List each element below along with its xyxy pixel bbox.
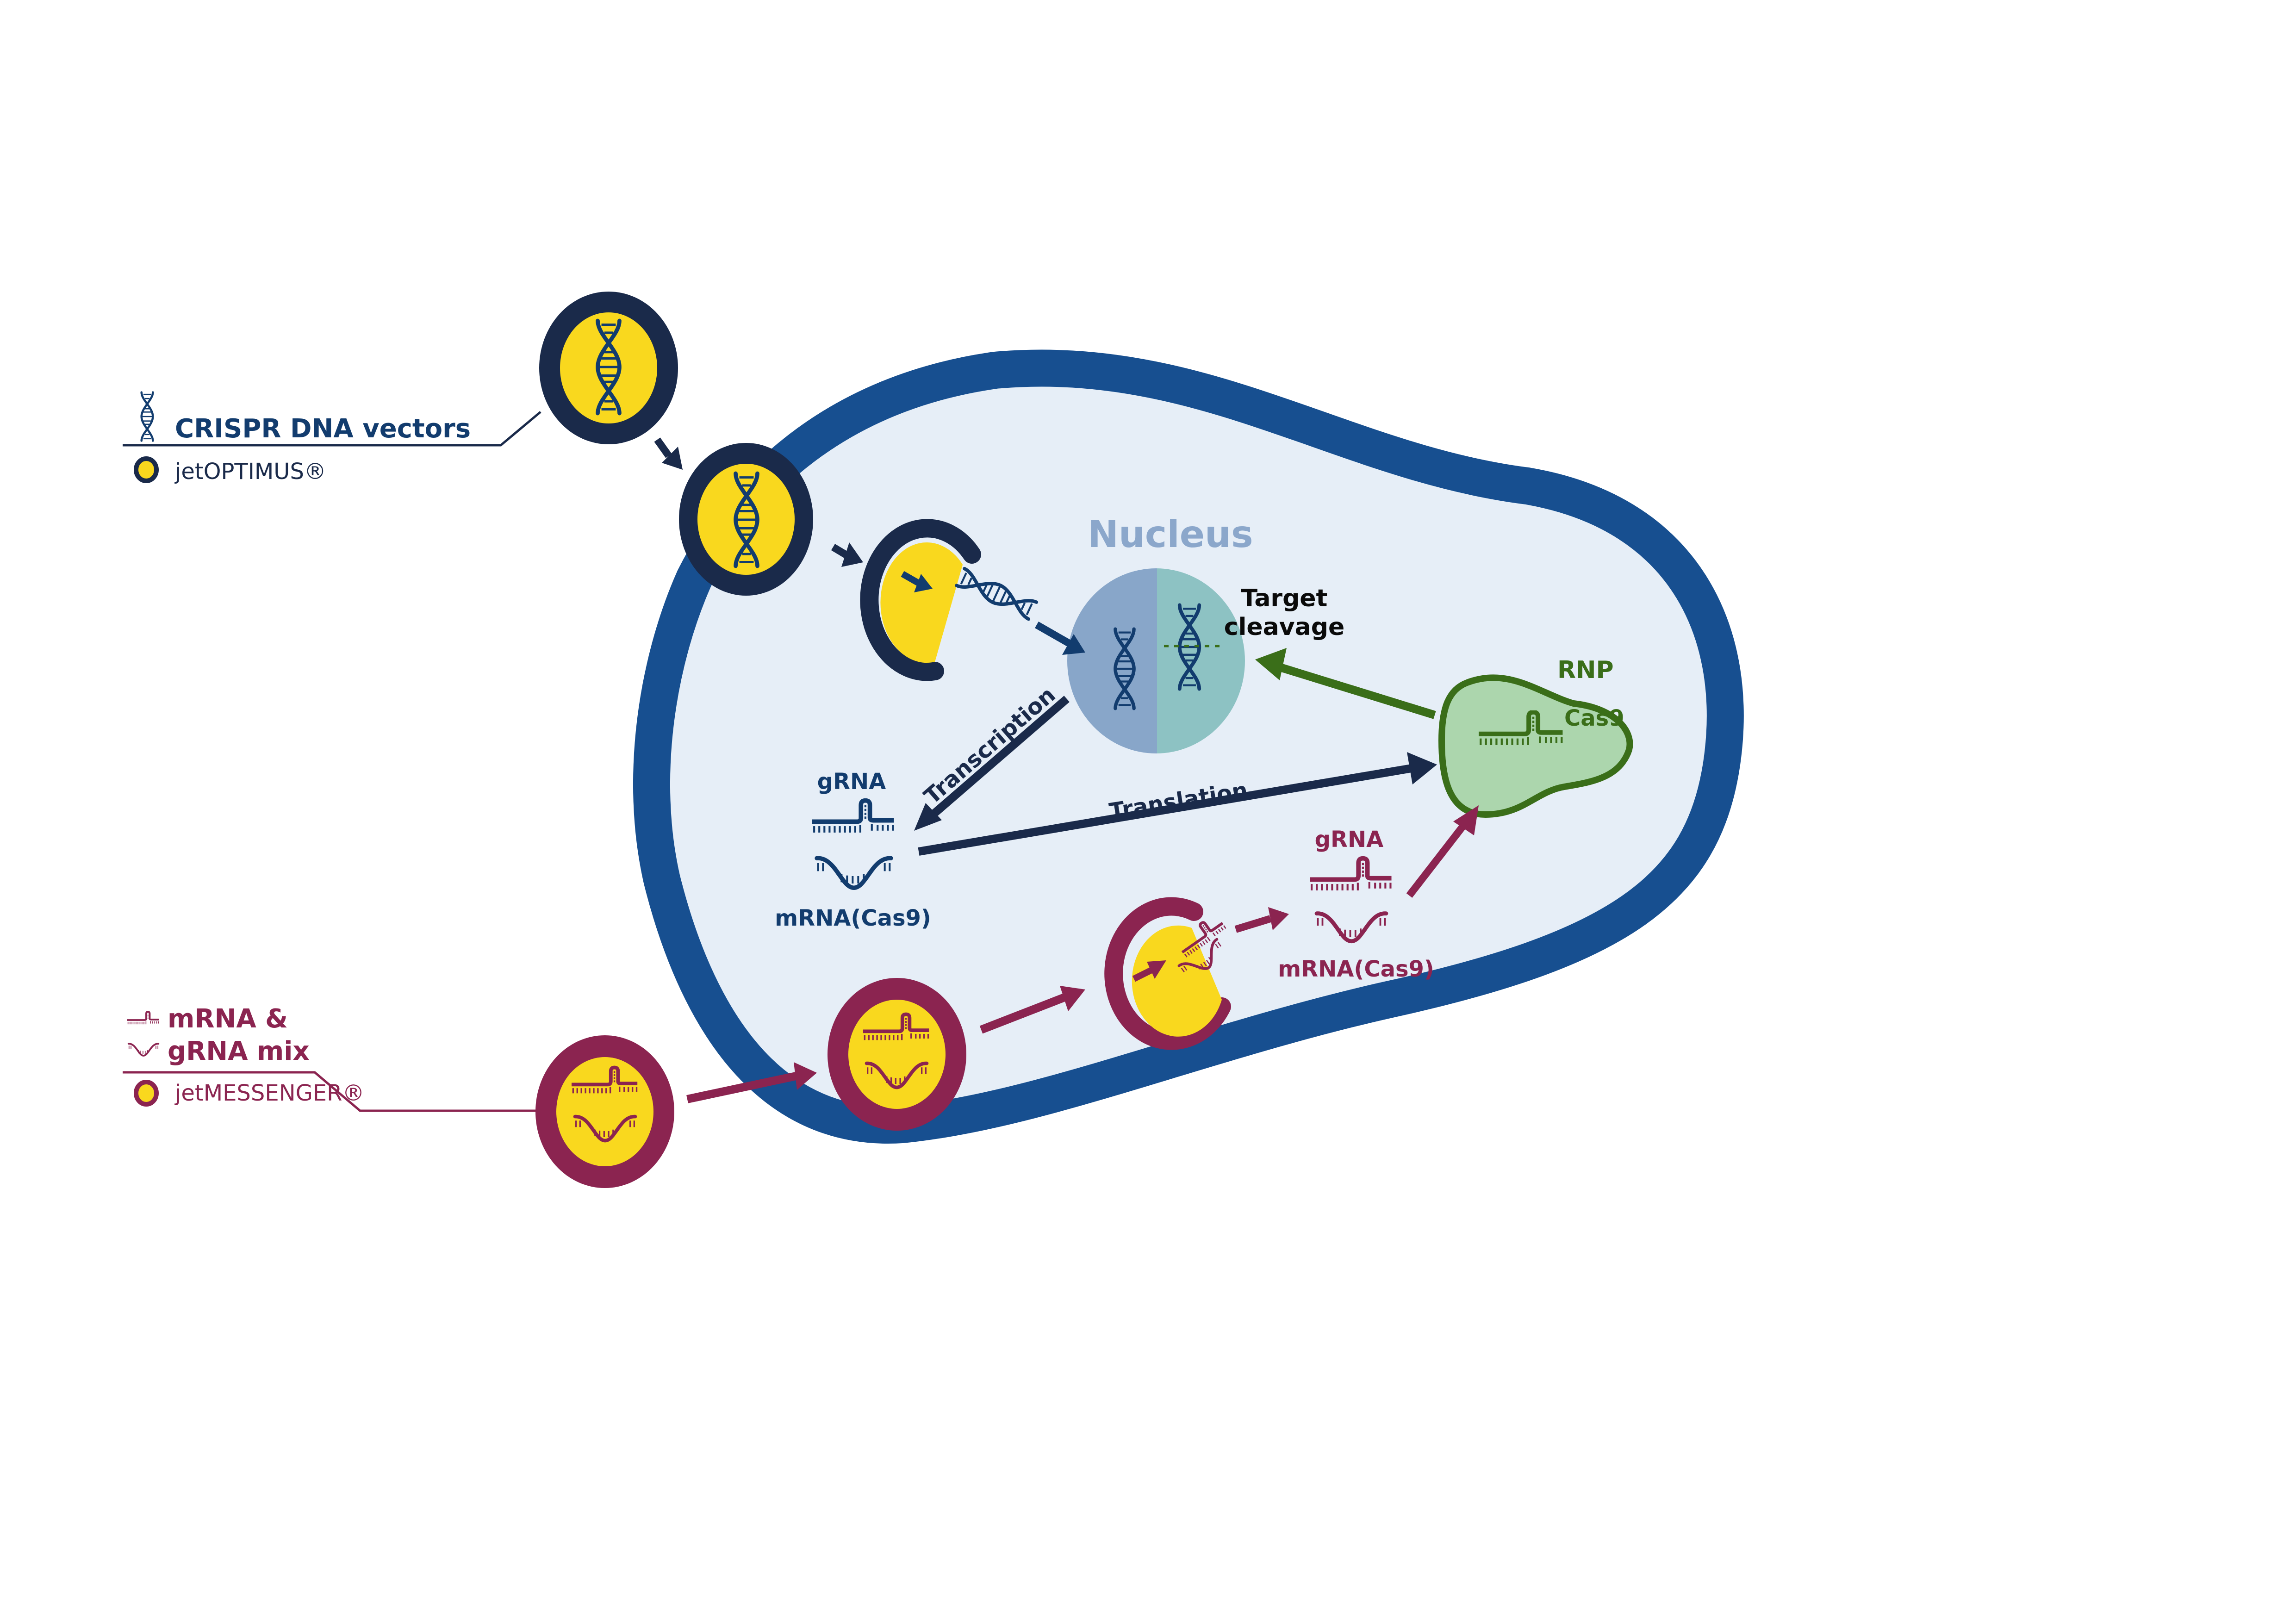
arrow-rna-3 <box>1234 907 1289 933</box>
target-cleavage-label-line2: cleavage <box>1224 613 1344 641</box>
transcription-arrow <box>914 696 1070 831</box>
legend-dna-title: CRISPR DNA vectors <box>175 414 471 444</box>
nucleus-label: Nucleus <box>1088 513 1253 556</box>
translation-arrow <box>918 752 1437 856</box>
legend-rna-leader-line <box>123 1071 537 1112</box>
lipid-particle-icon <box>134 1080 159 1107</box>
dna-endosome-release <box>860 519 1036 681</box>
arrow-dna-2 <box>831 542 863 567</box>
arrow-rna-1 <box>686 1062 817 1103</box>
rna-endosome-release <box>1104 897 1231 1050</box>
rna-path-grna-label: gRNA <box>1315 827 1384 852</box>
cleavage-arrow <box>1255 648 1436 719</box>
legend-mrna-icon <box>129 1044 159 1056</box>
dna-particle-outside <box>539 292 678 444</box>
rna-particle-outside <box>535 1035 674 1188</box>
arrow-rna-2 <box>979 986 1085 1034</box>
legend-rna: mRNA & gRNA mix jetMESSENGER® <box>123 1004 537 1112</box>
inner-arrow <box>1132 960 1166 982</box>
rna-path-mrna-label: mRNA(Cas9) <box>1278 956 1434 982</box>
inner-arrow <box>901 571 933 592</box>
rna-particle-membrane <box>828 978 966 1131</box>
dna-path-grna-label: gRNA <box>817 769 886 795</box>
legend-rna-reagent: jetMESSENGER® <box>174 1080 364 1106</box>
dna-helix-icon <box>142 392 153 441</box>
legend-grna-icon <box>127 1012 159 1024</box>
arrow-dna-to-nucleus <box>1035 622 1085 655</box>
rnp-label: RNP <box>1557 656 1614 684</box>
legend-dna: CRISPR DNA vectors jetOPTIMUS® <box>123 392 541 485</box>
dna-path-mrna-label: mRNA(Cas9) <box>775 905 931 931</box>
lipid-particle-icon <box>134 456 159 483</box>
legend-dna-leader-line <box>123 411 541 447</box>
legend-rna-title-line2: gRNA mix <box>168 1036 310 1066</box>
arrow-dna-1 <box>654 437 683 470</box>
arrow-rna-to-rnp <box>1406 805 1479 898</box>
target-cleavage-label-line1: Target <box>1241 585 1328 612</box>
dna-particle-membrane <box>679 443 813 596</box>
cas9-label: Cas9 <box>1564 705 1624 731</box>
rnp-complex <box>1438 674 1633 818</box>
legend-dna-reagent: jetOPTIMUS® <box>174 459 326 485</box>
legend-rna-title-line1: mRNA & <box>168 1004 288 1034</box>
